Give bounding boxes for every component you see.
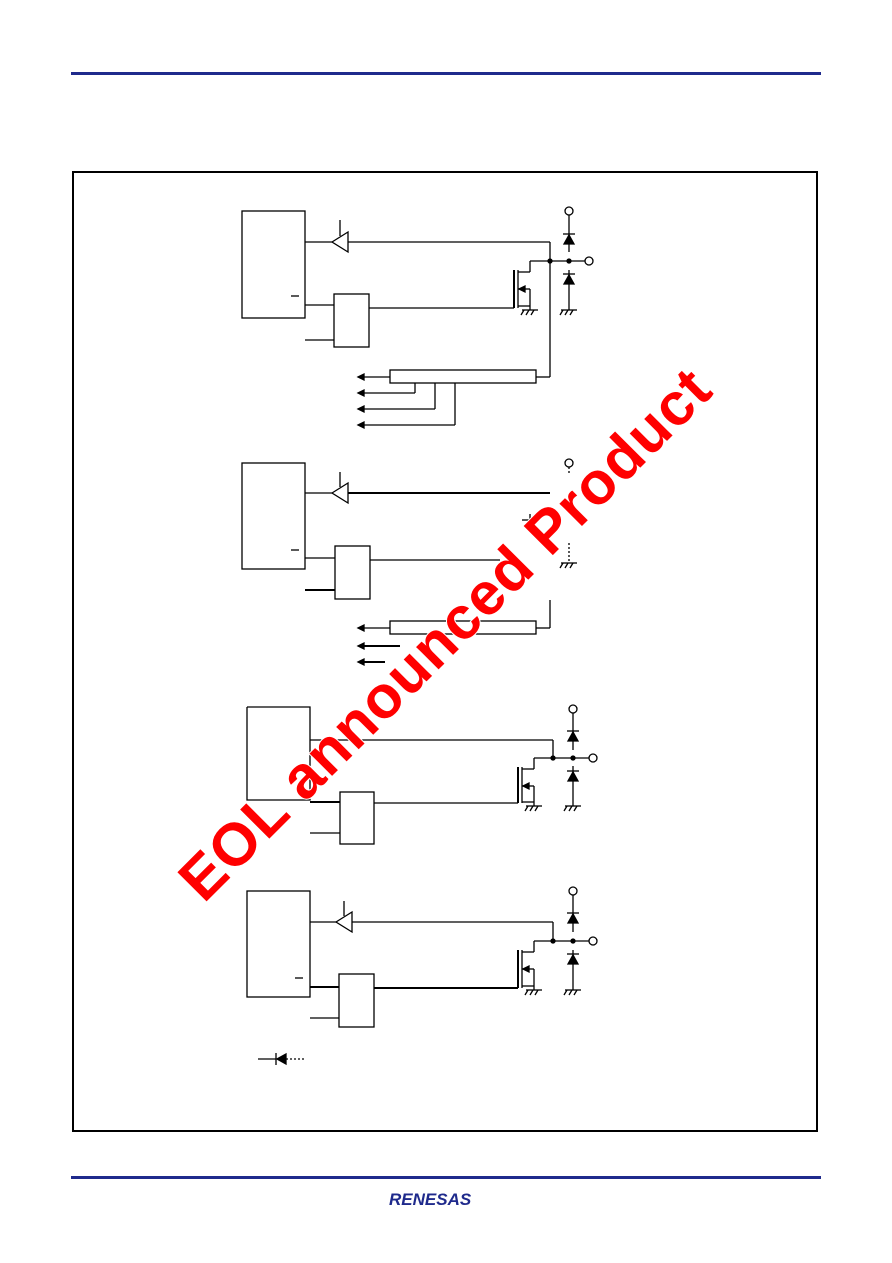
control-block [334, 545, 371, 600]
circuit-3 [246, 704, 598, 845]
protection-diodes [563, 704, 581, 812]
figure-frame [72, 171, 818, 1132]
circuit-2 [241, 458, 577, 667]
nmos-transistor [517, 757, 553, 812]
protection-diodes [559, 206, 577, 316]
header-rule [71, 72, 821, 75]
circuit-1 [241, 206, 594, 430]
register-block [241, 210, 306, 319]
port-pin [588, 936, 598, 946]
protection-diodes [563, 886, 581, 996]
comparator-block [389, 620, 537, 635]
renesas-logo: RENESAS [389, 1190, 472, 1209]
control-block [338, 973, 375, 1028]
control-block [339, 791, 375, 845]
register-block [246, 890, 311, 998]
comparator-block [389, 369, 537, 384]
register-block [241, 462, 306, 570]
nmos-transistor [517, 940, 553, 996]
port-pin [584, 256, 594, 266]
circuit-4 [246, 886, 598, 1028]
logo-text: RENESAS [389, 1190, 472, 1209]
legend-diode-symbol [258, 1052, 305, 1066]
nmos-transistor [513, 260, 550, 316]
port-pin [588, 753, 598, 763]
control-block [333, 293, 370, 348]
footer-rule [71, 1176, 821, 1179]
